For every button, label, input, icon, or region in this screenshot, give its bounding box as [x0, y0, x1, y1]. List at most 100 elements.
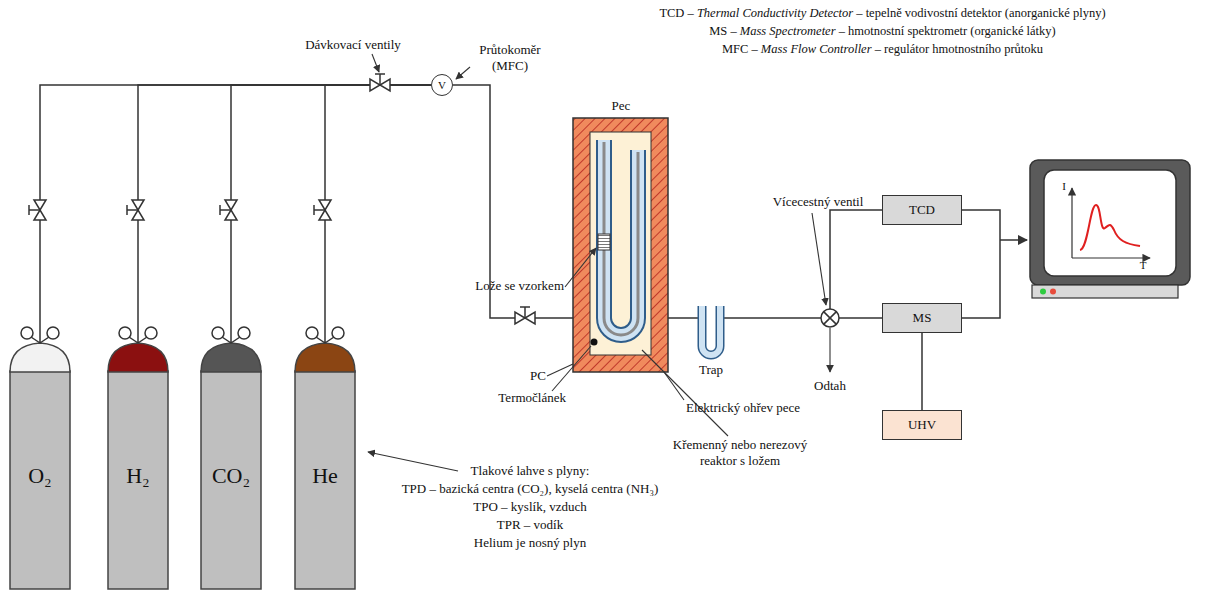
detector-box: TCD — [882, 195, 962, 225]
cylinder-shape — [306, 327, 318, 339]
abbreviation-note: MS – Mass Spectrometer – hmotnostní spek… — [555, 24, 1210, 40]
shutoff-valves — [220, 200, 237, 220]
node-text: H₂ — [107, 325, 169, 489]
cylinder-shape — [201, 343, 261, 372]
furnace — [590, 132, 651, 355]
cylinder-shape — [31, 325, 49, 343]
part-label: Vícecestný ventil — [748, 194, 888, 210]
cylinder-shape — [9, 325, 71, 590]
gas-line — [921, 333, 923, 410]
computer — [1044, 170, 1176, 276]
shutoff-valves — [314, 200, 331, 220]
part-label: Elektrický ohřev pece — [686, 400, 836, 416]
gas-pipe — [668, 317, 702, 319]
cylinder-shape — [21, 327, 33, 339]
thermocouple-dot — [591, 339, 598, 346]
cylinder-shape — [119, 327, 131, 339]
abbreviation-note: MFC – Mass Flow Controller – regulátor h… — [555, 42, 1210, 58]
gas-cylinder: H₂ — [107, 325, 169, 590]
axis-label: I — [1058, 180, 1070, 194]
u-tube-reactor — [598, 234, 610, 250]
cylinder-shape — [47, 327, 59, 339]
u-tube-reactor — [598, 140, 638, 335]
furnace — [573, 118, 668, 372]
gas-cylinder: CO₂ — [200, 325, 262, 590]
computer — [1030, 160, 1190, 298]
computer — [1072, 257, 1150, 258]
flow-meter: V — [431, 74, 453, 96]
computer — [1071, 188, 1072, 258]
gas-pipe — [962, 210, 1000, 318]
gas-line — [138, 85, 431, 325]
computer — [1030, 160, 1190, 285]
gas-pipe — [830, 210, 882, 309]
part-label: Průtokoměr (MFC) — [468, 42, 552, 75]
leader-lines — [368, 452, 458, 471]
multiway-valve — [821, 309, 839, 327]
computer — [1080, 205, 1140, 250]
gas-note: TPD – bazická centra (CO₂), kyselá centr… — [360, 481, 700, 497]
cylinder-shape — [332, 327, 344, 339]
part-label: Křemenný nebo nerezový reaktor s ložem — [655, 437, 825, 470]
cylinder-shape — [294, 325, 356, 590]
computer — [1040, 289, 1046, 295]
leader-lines — [565, 248, 596, 287]
gas-cylinder: O₂ — [9, 325, 71, 590]
cylinder-shape — [316, 325, 334, 343]
node-text: MS — [913, 310, 932, 326]
leader-lines — [829, 328, 830, 372]
gas-pipe — [453, 85, 573, 318]
part-label: PC — [518, 368, 546, 384]
furnace — [573, 118, 668, 372]
gas-note: Tlakové lahve s plyny: — [380, 463, 680, 479]
node-text: TCD — [909, 202, 935, 218]
gas-line — [40, 85, 431, 325]
inlet-valve — [515, 307, 535, 324]
gas-cylinder: He — [294, 325, 356, 590]
node-text: O₂ — [9, 325, 71, 489]
part-label: Pec — [596, 98, 646, 114]
trap — [702, 306, 720, 355]
abbreviation-note: TCD – Thermal Conductivity Detector – te… — [555, 6, 1210, 22]
part-label: Odtah — [800, 378, 860, 394]
gas-note: TPR – vodík — [380, 517, 680, 533]
axis-label: T — [1136, 259, 1150, 273]
multiway-valve — [824, 312, 837, 325]
gas-note: Helium je nosný plyn — [380, 535, 680, 551]
gas-pipe — [453, 85, 1027, 318]
leader-lines — [547, 364, 573, 376]
gas-line — [231, 85, 431, 325]
cylinder-shape — [129, 325, 147, 343]
cylinder-shape — [212, 327, 224, 339]
trap — [702, 306, 720, 355]
gas-pipe — [720, 317, 821, 319]
node-text: V — [438, 79, 446, 91]
cylinder-shape — [295, 343, 355, 372]
node-text: UHV — [908, 417, 936, 433]
leader-lines — [664, 372, 684, 400]
gas-line — [325, 85, 431, 325]
gas-pipe — [1000, 239, 1027, 241]
computer — [1050, 289, 1056, 295]
vacuum-box: UHV — [882, 410, 962, 440]
node-text: CO₂ — [200, 325, 262, 489]
leader-lines — [812, 213, 826, 305]
node-text: He — [294, 325, 356, 489]
computer — [1032, 285, 1178, 298]
part-label: Trap — [688, 362, 734, 378]
shutoff-valves — [127, 200, 144, 220]
cylinder-shape — [107, 325, 169, 590]
cylinder-shape — [238, 327, 250, 339]
cylinder-shape — [108, 343, 168, 372]
shutoff-valves — [29, 200, 46, 220]
gas-note: TPO – kyslík, vzduch — [380, 499, 680, 515]
shutoff-valves — [370, 74, 390, 91]
detector-box: MS — [882, 303, 962, 333]
cylinder-shape — [145, 327, 157, 339]
shutoff-valves — [29, 74, 390, 220]
trap — [702, 306, 720, 355]
cylinder-shape — [222, 325, 240, 343]
leader-lines — [456, 67, 470, 79]
leader-lines — [372, 54, 379, 72]
